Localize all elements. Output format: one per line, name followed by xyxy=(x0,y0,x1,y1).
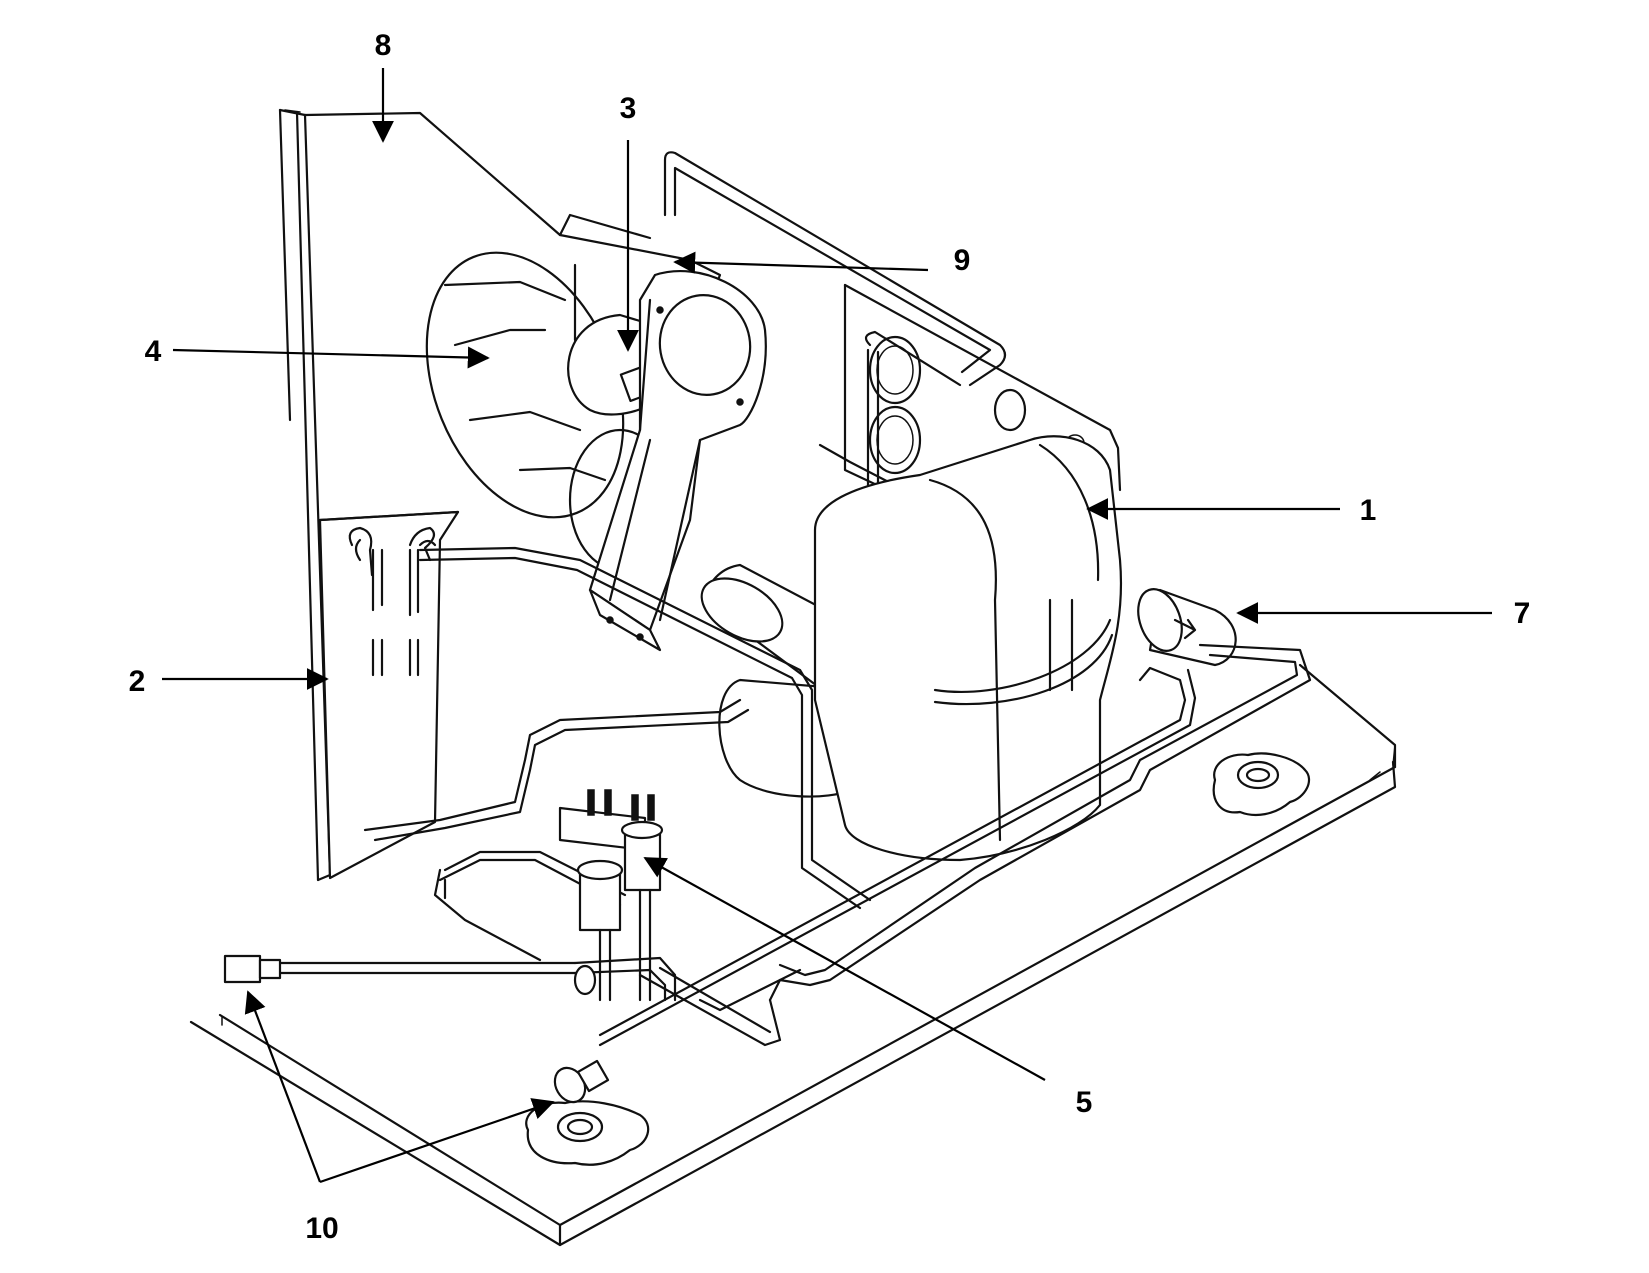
refrigerant-tubing xyxy=(223,546,1312,1047)
pressure-switches xyxy=(558,789,664,1002)
svg-text:1: 1 xyxy=(1360,494,1377,527)
callout-4: 4 xyxy=(145,335,490,369)
fan-blade xyxy=(425,251,625,519)
base-plate xyxy=(189,663,1397,1247)
callout-1: 1 xyxy=(1086,494,1377,527)
callout-10: 10 xyxy=(244,990,555,1245)
callout-5: 5 xyxy=(643,857,1093,1119)
svg-text:3: 3 xyxy=(620,92,637,125)
callout-9: 9 xyxy=(673,244,971,277)
callout-8: 8 xyxy=(372,29,394,143)
svg-text:10: 10 xyxy=(305,1212,338,1245)
compressor xyxy=(813,435,1123,862)
service-valves xyxy=(223,954,610,1104)
mounting-foot-front xyxy=(525,1100,650,1166)
filter-drier xyxy=(1137,588,1237,667)
callout-7: 7 xyxy=(1236,597,1531,630)
mounting-foot-rear xyxy=(1212,752,1311,817)
svg-text:9: 9 xyxy=(954,244,971,277)
svg-text:5: 5 xyxy=(1076,1086,1093,1119)
callout-3: 3 xyxy=(617,92,639,352)
svg-text:7: 7 xyxy=(1514,597,1531,630)
callout-2: 2 xyxy=(129,665,329,698)
svg-text:4: 4 xyxy=(145,335,162,368)
callouts: 1 2 3 4 5 7 8 9 xyxy=(129,29,1531,1245)
fan-bracket xyxy=(588,270,767,652)
condenser xyxy=(278,108,460,882)
svg-text:2: 2 xyxy=(129,665,146,698)
svg-text:8: 8 xyxy=(375,29,392,62)
